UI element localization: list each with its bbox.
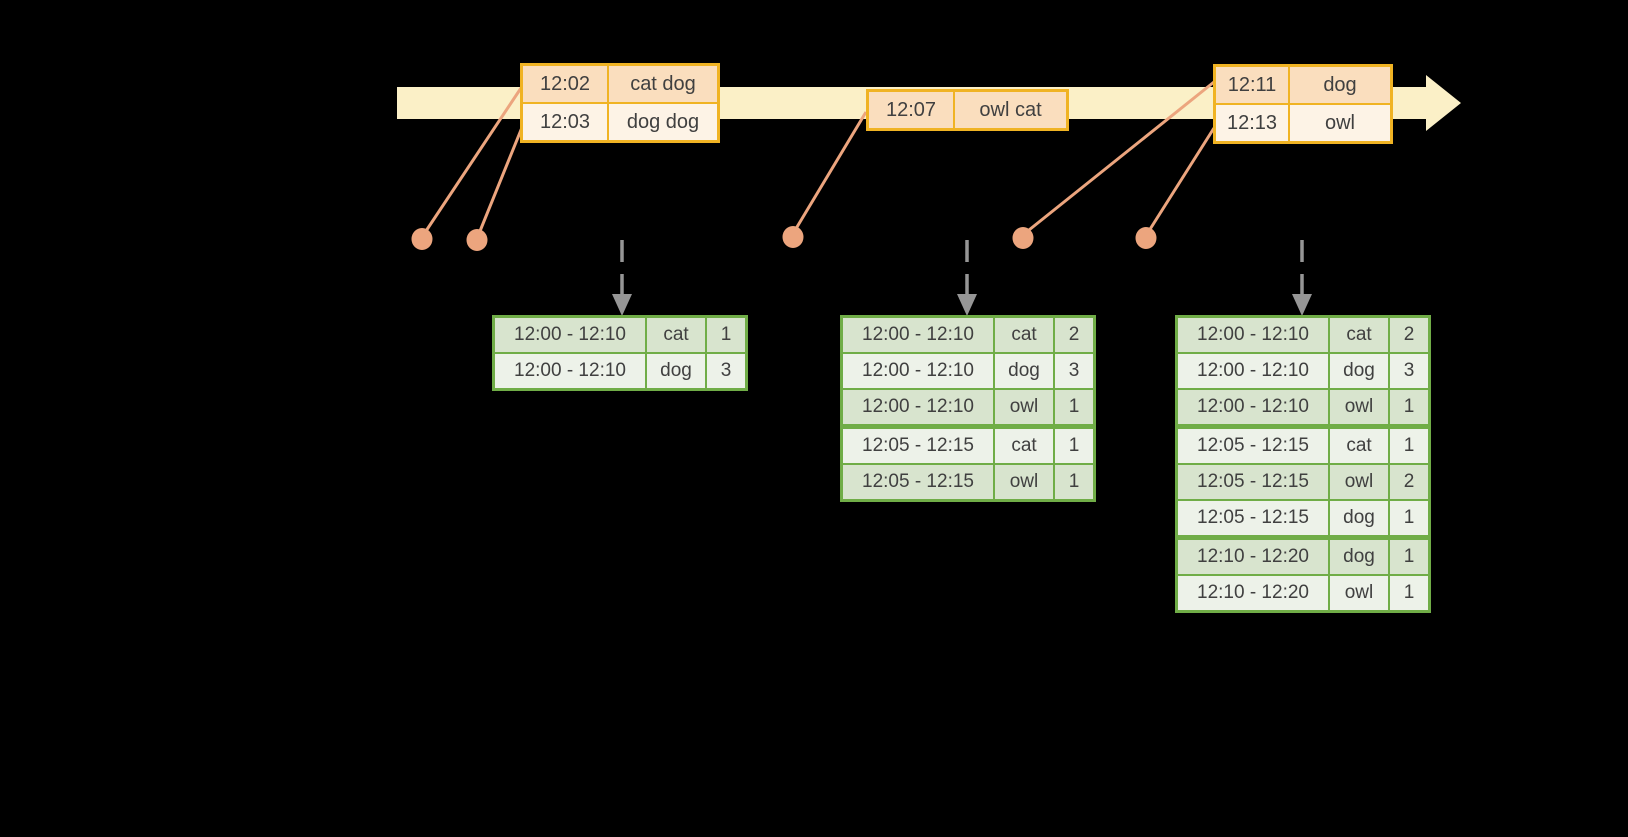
window-cell: 12:05 - 12:15	[1178, 501, 1328, 535]
word-cell: owl	[995, 465, 1053, 499]
event-words-cell: owl cat	[955, 92, 1066, 128]
window-cell: 12:10 - 12:20	[1178, 540, 1328, 574]
window-cell: 12:00 - 12:10	[843, 390, 993, 424]
word-cell: cat	[995, 429, 1053, 463]
word-cell: cat	[647, 318, 705, 352]
connector-line	[1145, 127, 1216, 235]
event-words-cell: dog	[1290, 67, 1390, 103]
timeline-arrowhead-icon	[1426, 75, 1461, 131]
count-cell: 1	[1390, 540, 1428, 574]
event-time-cell: 12:03	[523, 104, 607, 140]
window-cell: 12:05 - 12:15	[843, 429, 993, 463]
window-cell: 12:00 - 12:10	[1178, 390, 1328, 424]
connector-line	[422, 87, 523, 235]
window-cell: 12:00 - 12:10	[843, 354, 993, 388]
count-cell: 1	[1390, 429, 1428, 463]
word-cell: cat	[1330, 318, 1388, 352]
connector-line	[476, 124, 525, 237]
connector-line	[792, 111, 868, 233]
event-time-cell: 12:13	[1216, 105, 1288, 141]
word-cell: cat	[1330, 429, 1388, 463]
count-cell: 1	[707, 318, 745, 352]
window-cell: 12:10 - 12:20	[1178, 576, 1328, 610]
count-cell: 1	[1390, 576, 1428, 610]
window-cell: 12:05 - 12:15	[1178, 429, 1328, 463]
event-dot	[466, 229, 488, 251]
word-cell: dog	[995, 354, 1053, 388]
event-time-cell: 12:11	[1216, 67, 1288, 103]
window-cell: 12:00 - 12:10	[843, 318, 993, 352]
word-cell: owl	[995, 390, 1053, 424]
event-words-cell: owl	[1290, 105, 1390, 141]
event-dot	[1135, 227, 1157, 249]
event-words-cell: cat dog	[609, 66, 717, 102]
window-cell: 12:05 - 12:15	[1178, 465, 1328, 499]
count-cell: 3	[1390, 354, 1428, 388]
count-cell: 1	[1055, 465, 1093, 499]
count-cell: 3	[707, 354, 745, 388]
count-cell: 1	[1390, 501, 1428, 535]
connector-line	[1023, 80, 1215, 236]
count-cell: 2	[1390, 465, 1428, 499]
word-cell: dog	[1330, 501, 1388, 535]
count-cell: 2	[1055, 318, 1093, 352]
word-cell: dog	[1330, 354, 1388, 388]
window-cell: 12:00 - 12:10	[1178, 318, 1328, 352]
count-cell: 1	[1390, 390, 1428, 424]
word-cell: owl	[1330, 390, 1388, 424]
trigger-arrow-icon	[612, 240, 632, 316]
count-cell: 3	[1055, 354, 1093, 388]
count-cell: 1	[1055, 390, 1093, 424]
window-cell: 12:00 - 12:10	[495, 354, 645, 388]
window-cell: 12:00 - 12:10	[1178, 354, 1328, 388]
word-cell: owl	[1330, 465, 1388, 499]
trigger-arrow-icon	[957, 240, 977, 316]
event-words-cell: dog dog	[609, 104, 717, 140]
window-cell: 12:00 - 12:10	[495, 318, 645, 352]
count-cell: 1	[1055, 429, 1093, 463]
event-dot	[782, 226, 804, 248]
window-cell: 12:05 - 12:15	[843, 465, 993, 499]
trigger-arrow-icon	[1292, 240, 1312, 316]
event-time-cell: 12:02	[523, 66, 607, 102]
word-cell: dog	[647, 354, 705, 388]
word-cell: cat	[995, 318, 1053, 352]
word-cell: dog	[1330, 540, 1388, 574]
event-time-cell: 12:07	[869, 92, 953, 128]
count-cell: 2	[1390, 318, 1428, 352]
word-cell: owl	[1330, 576, 1388, 610]
event-dot	[411, 228, 433, 250]
event-dot	[1012, 227, 1034, 249]
